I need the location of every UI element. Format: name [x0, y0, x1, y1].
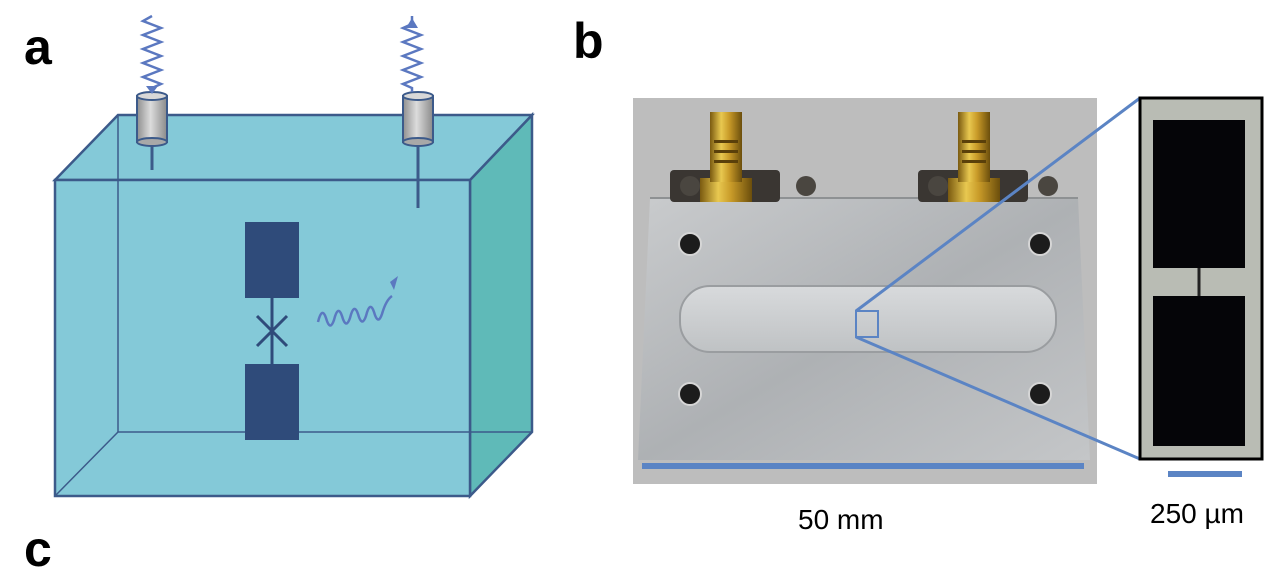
scale-label-main: 50 mm — [798, 504, 884, 535]
zoom-line-top — [855, 96, 1141, 313]
sma-connector-right — [918, 112, 1058, 202]
sma-connector-left — [670, 112, 816, 202]
inset-pad-bottom — [1153, 296, 1245, 446]
panel-label-b: b — [573, 13, 604, 69]
junction-pad-top — [245, 222, 299, 298]
panel-label-a: a — [24, 19, 52, 75]
figure-canvas — [52, 14, 1264, 500]
zoom-line-bottom — [855, 335, 1141, 461]
device-photo — [633, 96, 1141, 484]
cavity-side-face — [468, 111, 534, 500]
inset-pad-top — [1153, 120, 1245, 268]
zoom-region-box — [855, 310, 879, 338]
input-connector — [136, 91, 168, 147]
josephson-junction-icon — [255, 314, 289, 348]
cavity-top-face — [52, 113, 535, 182]
junction-micrograph-inset — [1138, 96, 1264, 461]
cavity-diagram — [52, 14, 535, 500]
cavity-hidden-edges — [54, 115, 532, 497]
scale-label-inset: 250 µm — [1150, 498, 1244, 529]
output-connector — [402, 91, 434, 147]
input-wave-arrow — [139, 14, 165, 94]
screw-holes — [678, 232, 1052, 406]
emitted-photon-arrow — [316, 276, 398, 327]
junction-pad-bottom — [245, 364, 299, 440]
cavity-slot — [679, 285, 1057, 353]
output-wave-arrow — [399, 16, 425, 92]
